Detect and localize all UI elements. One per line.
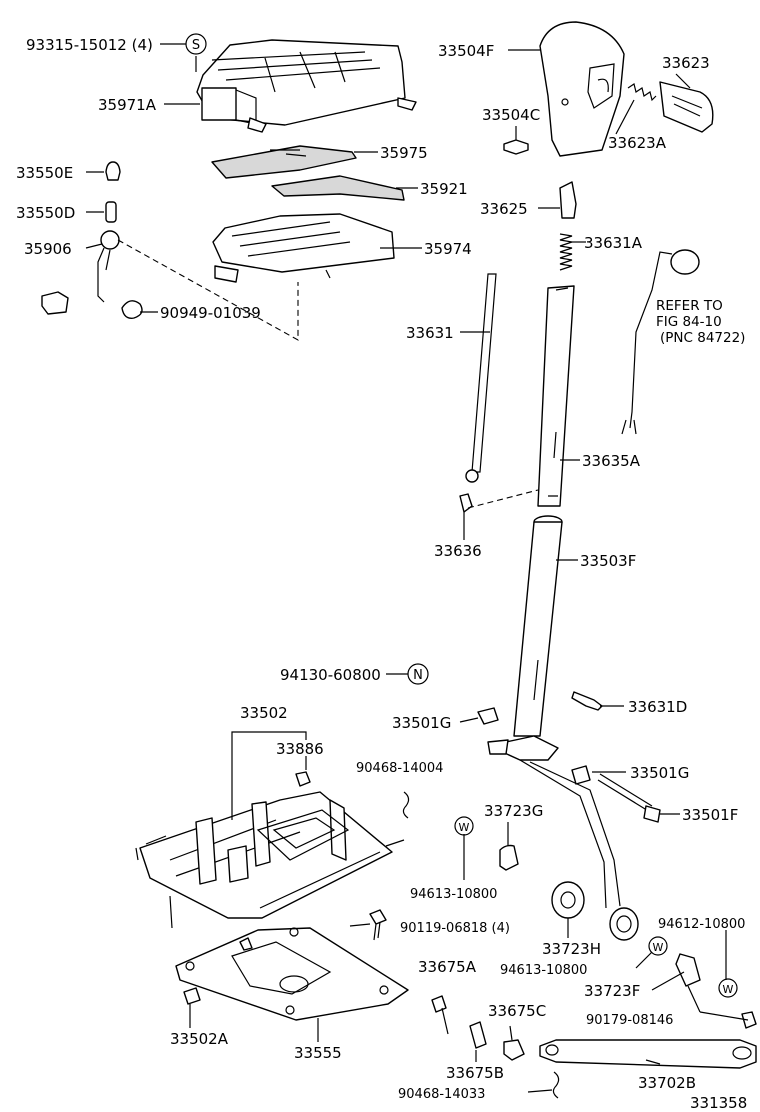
- symbol-w-circle-2: W: [648, 936, 668, 956]
- bulb-33550e: [105, 161, 121, 181]
- symbol-s-circle: S: [185, 33, 207, 55]
- shift-lever-33503f: [487, 515, 639, 941]
- spring-33631a: [559, 233, 573, 271]
- symbol-w-circle-1: W: [454, 816, 474, 836]
- label-33631: 33631: [406, 324, 454, 342]
- svg-text:REFER TO: REFER TO: [656, 298, 723, 314]
- connector: [41, 291, 69, 315]
- label-33675c: 33675C: [488, 1002, 546, 1020]
- bezel-35974: [212, 213, 395, 283]
- label-33723f: 33723F: [584, 982, 640, 1000]
- bulb-33550d: [105, 201, 117, 223]
- label-33555: 33555: [294, 1044, 342, 1062]
- bolt-33501f: [597, 773, 661, 823]
- bushing-33501g-right: [571, 765, 591, 785]
- svg-text:N: N: [413, 668, 423, 683]
- indicator-plate-35975: [211, 145, 357, 179]
- screw-33504c: [503, 139, 529, 155]
- label-35971a: 35971A: [98, 96, 157, 114]
- switch-lead: [621, 249, 700, 435]
- bushing-33501g-left: [477, 707, 499, 725]
- rod-top-33625: [559, 181, 577, 219]
- label-35906: 35906: [24, 240, 72, 258]
- cover-plate-33555: [175, 927, 409, 1021]
- label-93315-15012: 93315-15012 (4): [26, 36, 153, 54]
- clip-90468-14004: [402, 791, 410, 819]
- pin-33631d: [571, 691, 603, 711]
- nut-90179: [741, 1011, 757, 1029]
- nut-33675c: [503, 1039, 525, 1061]
- label-33503f: 33503F: [580, 552, 636, 570]
- label-90468-14033: 90468-14033: [398, 1087, 485, 1102]
- label-33501g-b: 33501G: [630, 764, 689, 782]
- nut-33502a: [183, 987, 201, 1005]
- svg-text:W: W: [723, 983, 734, 996]
- label-90468-14004: 90468-14004: [356, 761, 443, 776]
- label-33625: 33625: [480, 200, 528, 218]
- label-90179-08146: 90179-08146: [586, 1013, 673, 1028]
- socket-35906: [97, 230, 120, 303]
- base-33502: [135, 791, 405, 929]
- symbol-w-circle-3: W: [718, 978, 738, 998]
- label-33502: 33502: [240, 704, 288, 722]
- link-33702b: [539, 1039, 757, 1069]
- label-94613-10800-a: 94613-10800: [410, 887, 497, 902]
- label-33504c: 33504C: [482, 106, 540, 124]
- label-94613-10800-b: 94613-10800: [500, 963, 587, 978]
- label-33702b: 33702B: [638, 1074, 696, 1092]
- label-33501g-a: 33501G: [392, 714, 451, 732]
- label-33723h: 33723H: [542, 940, 601, 958]
- clip-90468-14033: [552, 1071, 560, 1099]
- label-90949-01039: 90949-01039: [160, 304, 261, 322]
- label-33550d: 33550D: [16, 204, 75, 222]
- label-33723g: 33723G: [484, 802, 543, 820]
- label-35974: 35974: [424, 240, 472, 258]
- label-90119-06818: 90119-06818 (4): [400, 921, 510, 936]
- rod-33631: [465, 273, 497, 483]
- label-33631d: 33631D: [628, 698, 687, 716]
- label-94612-10800: 94612-10800: [658, 917, 745, 932]
- label-33504f: 33504F: [438, 42, 494, 60]
- svg-text:W: W: [653, 941, 664, 954]
- svg-text:(PNC 84722): (PNC 84722): [660, 330, 745, 346]
- shift-knob-33504f: [539, 21, 625, 157]
- svg-text:FIG 84-10: FIG 84-10: [656, 314, 722, 330]
- label-33636: 33636: [434, 542, 482, 560]
- part-labels: 93315-15012 (4) 35971A 35975 33550E 3592…: [16, 36, 747, 1112]
- svg-text:W: W: [459, 821, 470, 834]
- label-33886: 33886: [276, 740, 324, 758]
- figure-id: 331358: [690, 1094, 747, 1112]
- label-35975: 35975: [380, 144, 428, 162]
- housing-35971a: [196, 39, 417, 133]
- label-33675a: 33675A: [418, 958, 477, 976]
- label-33631a: 33631A: [584, 234, 643, 252]
- label-33623: 33623: [662, 54, 710, 72]
- spring-33623a: [627, 83, 657, 102]
- button-33623: [659, 81, 714, 133]
- label-33502a: 33502A: [170, 1030, 229, 1048]
- reference-note: REFER TO FIG 84-10 (PNC 84722): [656, 298, 745, 346]
- collar-33723g: [499, 844, 519, 871]
- label-33550e: 33550E: [16, 164, 73, 182]
- leader-lines: [85, 43, 749, 1093]
- label-33635a: 33635A: [582, 452, 641, 470]
- bolt-90119: [369, 909, 387, 941]
- bushing-33675b: [469, 1021, 487, 1049]
- label-33623a: 33623A: [608, 134, 667, 152]
- svg-text:S: S: [192, 38, 200, 53]
- clamp-90949: [121, 300, 143, 319]
- bolt-33675a: [431, 995, 449, 1035]
- indicator-plate-35921: [271, 175, 405, 201]
- label-33675b: 33675B: [446, 1064, 504, 1082]
- collar-33723f: [675, 953, 701, 987]
- label-35921: 35921: [420, 180, 468, 198]
- collar-33723h: [551, 881, 585, 919]
- nut-33886: [295, 771, 311, 787]
- label-94130-60800: 94130-60800: [280, 666, 381, 684]
- clip-33636: [459, 493, 473, 513]
- label-33501f: 33501F: [682, 806, 738, 824]
- symbol-n-circle: N: [407, 663, 429, 685]
- lever-tube-33635a: [537, 285, 575, 507]
